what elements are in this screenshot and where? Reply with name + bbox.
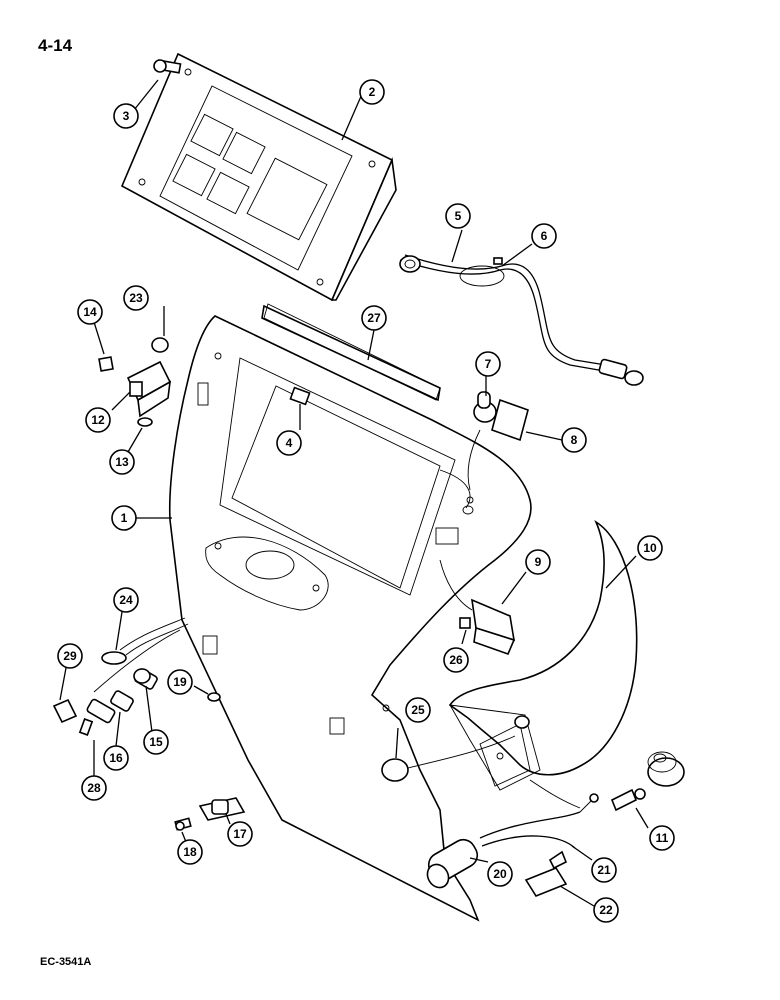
svg-text:15: 15 <box>149 735 163 749</box>
callout-9: 9 <box>525 549 551 575</box>
svg-text:8: 8 <box>571 433 578 447</box>
svg-text:4: 4 <box>286 436 293 450</box>
svg-text:23: 23 <box>129 291 143 305</box>
callout-15: 15 <box>143 729 169 755</box>
svg-text:22: 22 <box>599 903 613 917</box>
bulb-holder-part <box>467 391 529 491</box>
svg-text:29: 29 <box>63 649 77 663</box>
callout-23: 23 <box>123 285 149 311</box>
svg-text:10: 10 <box>643 541 657 555</box>
svg-text:24: 24 <box>119 593 133 607</box>
svg-text:5: 5 <box>455 209 462 223</box>
svg-text:7: 7 <box>485 357 492 371</box>
callout-21: 21 <box>591 857 617 883</box>
callout-5: 5 <box>445 203 471 229</box>
callout-25: 25 <box>405 697 431 723</box>
svg-text:2: 2 <box>369 85 376 99</box>
callout-10: 10 <box>637 535 663 561</box>
page-number: 4-14 <box>38 36 73 55</box>
svg-text:9: 9 <box>535 555 542 569</box>
svg-text:21: 21 <box>597 863 611 877</box>
callout-22: 22 <box>593 897 619 923</box>
callout-19: 19 <box>167 669 193 695</box>
instrument-cluster-part <box>120 52 397 302</box>
svg-text:11: 11 <box>656 831 669 845</box>
callout-4: 4 <box>276 430 302 456</box>
svg-text:12: 12 <box>91 413 105 427</box>
speedometer-cable-part <box>399 254 644 386</box>
plug-part <box>381 735 516 782</box>
light-switch-part <box>174 797 246 831</box>
callout-20: 20 <box>487 861 513 887</box>
svg-text:26: 26 <box>449 653 463 667</box>
callout-16: 16 <box>103 745 129 771</box>
callout-13: 13 <box>109 449 135 475</box>
leader-lines <box>59 79 649 907</box>
svg-text:18: 18 <box>183 845 197 859</box>
document-code: EC-3541A <box>40 956 92 968</box>
callout-1: 1 <box>111 505 137 531</box>
callout-14: 14 <box>77 299 103 325</box>
callout-12: 12 <box>85 407 111 433</box>
callout-29: 29 <box>57 643 83 669</box>
callout-26: 26 <box>443 647 469 673</box>
trim-strip-part <box>261 304 441 402</box>
cigar-lighter-part <box>426 779 599 897</box>
grommet-part <box>101 617 189 665</box>
callout-24: 24 <box>113 587 139 613</box>
callout-28: 28 <box>81 775 107 801</box>
svg-text:16: 16 <box>109 751 123 765</box>
callout-17: 17 <box>227 821 253 847</box>
svg-text:25: 25 <box>411 703 425 717</box>
svg-text:14: 14 <box>83 305 97 319</box>
callout-6: 6 <box>531 223 557 249</box>
ignition-switch-part <box>610 751 685 812</box>
callout-8: 8 <box>561 427 587 453</box>
screw-part <box>153 59 182 74</box>
clip-part <box>289 386 311 406</box>
svg-text:13: 13 <box>115 455 129 469</box>
svg-text:19: 19 <box>173 675 187 689</box>
side-switch-part <box>439 559 516 656</box>
svg-text:27: 27 <box>367 311 381 325</box>
callout-7: 7 <box>475 351 501 377</box>
callout-3: 3 <box>113 103 139 129</box>
svg-text:1: 1 <box>121 511 128 525</box>
rocker-switch-part <box>98 337 172 427</box>
callout-11: 11 <box>649 825 675 851</box>
svg-text:28: 28 <box>87 781 101 795</box>
svg-text:6: 6 <box>541 229 548 243</box>
callout-18: 18 <box>177 839 203 865</box>
svg-text:3: 3 <box>123 109 130 123</box>
callout-27: 27 <box>361 305 387 331</box>
svg-text:17: 17 <box>233 827 247 841</box>
callout-2: 2 <box>359 79 385 105</box>
side-cover-part <box>448 519 638 791</box>
svg-text:20: 20 <box>493 867 507 881</box>
switch-parts-group <box>52 629 221 736</box>
dash-panel-part <box>168 303 532 922</box>
